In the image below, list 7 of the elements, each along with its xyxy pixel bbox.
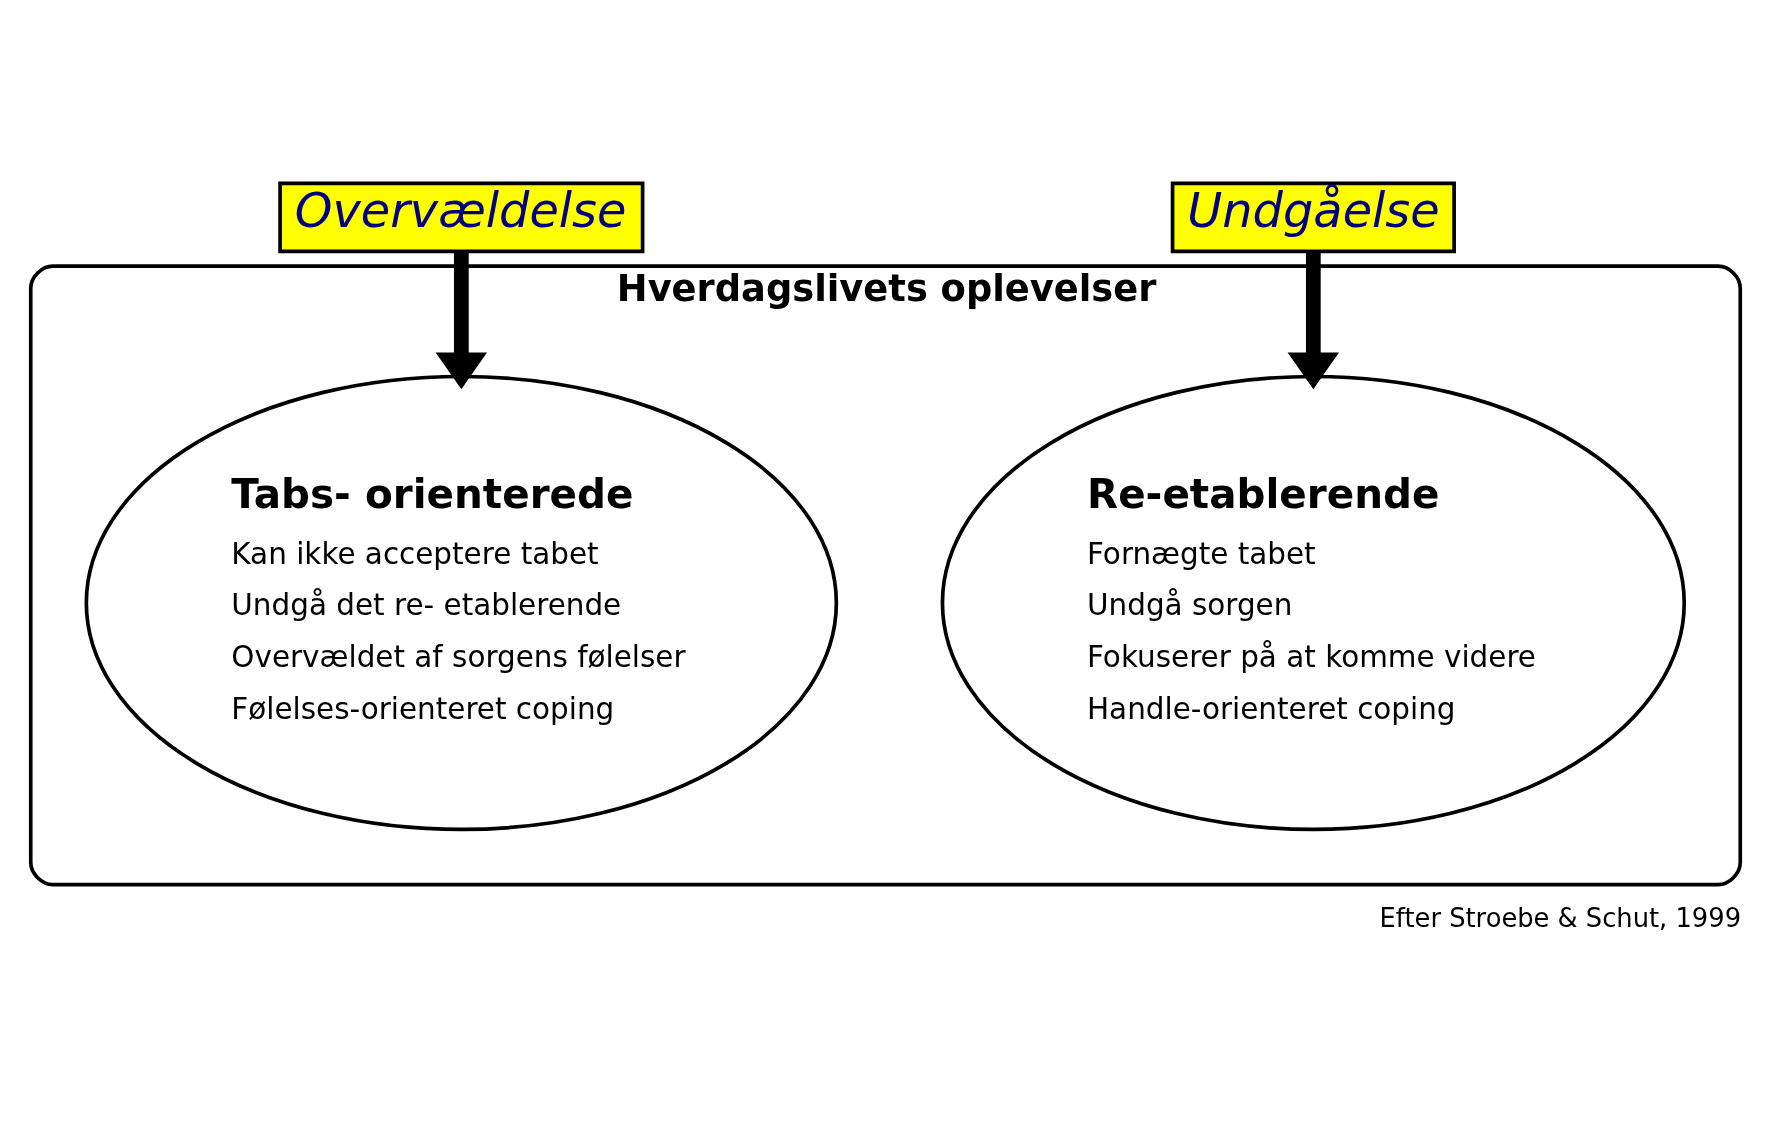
node-box: Undgåelse — [1170, 181, 1456, 254]
node-box: Overvældelse — [278, 181, 645, 254]
arrow — [1287, 251, 1340, 390]
node-ellipse: Re-etablerende Fornægte tabet Undgå sorgen Fokuserer på at komme videre Handle-orienteret coping — [940, 374, 1687, 832]
caption: Efter Stroebe & Schut, 1999 — [1379, 903, 1742, 934]
node-ellipse: Tabs- orienterede Kan ikke acceptere tabet Undgå det re- etablerende Overvældet af sorgens følelser Følelses-orienteret coping — [84, 374, 839, 832]
arrow — [435, 251, 488, 390]
